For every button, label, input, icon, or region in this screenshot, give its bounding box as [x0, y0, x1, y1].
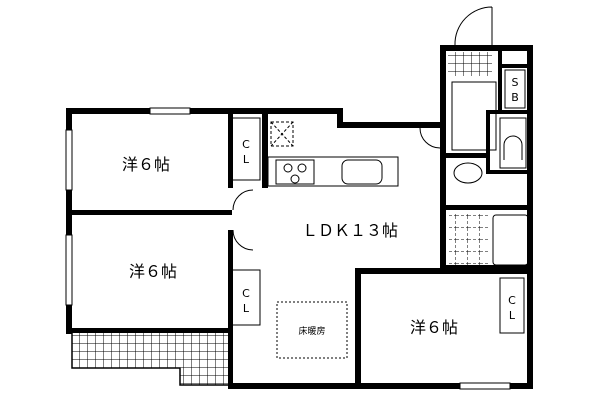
room-label-western-top: 洋６帖 [122, 155, 170, 174]
sink-icon [341, 159, 383, 185]
room-label-western-bottom-right: 洋６帖 [410, 318, 458, 337]
entrance [448, 6, 493, 76]
doors [232, 127, 441, 251]
bathroom-floor [448, 213, 488, 267]
storage-label-b: B [511, 91, 519, 104]
closet-label-c: C [242, 138, 250, 151]
floor-heating-area [276, 301, 348, 359]
stove-icon [275, 159, 315, 185]
room-label-ldk: ＬＤＫ１３帖 [302, 221, 398, 240]
closet-label-l: L [509, 309, 516, 322]
washbasin-icon [453, 162, 483, 184]
entrance-door [454, 6, 493, 46]
closet-label-l: L [243, 153, 250, 166]
kitchen [267, 121, 399, 187]
closet-label-c: C [242, 287, 250, 300]
washing-machine-space [451, 81, 497, 151]
storage-label-s: S [512, 76, 519, 89]
floor-heating-label: 床暖房 [298, 325, 325, 337]
fixtures [451, 81, 529, 266]
windows [65, 107, 511, 390]
room-label-western-middle: 洋６帖 [129, 262, 177, 281]
walls [66, 45, 533, 389]
toilet-icon [499, 117, 527, 169]
closets [231, 69, 526, 334]
closet-label-l: L [243, 302, 250, 315]
ventilation-fan-icon [270, 121, 294, 147]
bathtub-icon [492, 214, 529, 266]
kitchen-counter [267, 156, 399, 187]
balcony [71, 331, 233, 386]
closet-label-c: C [508, 294, 516, 307]
